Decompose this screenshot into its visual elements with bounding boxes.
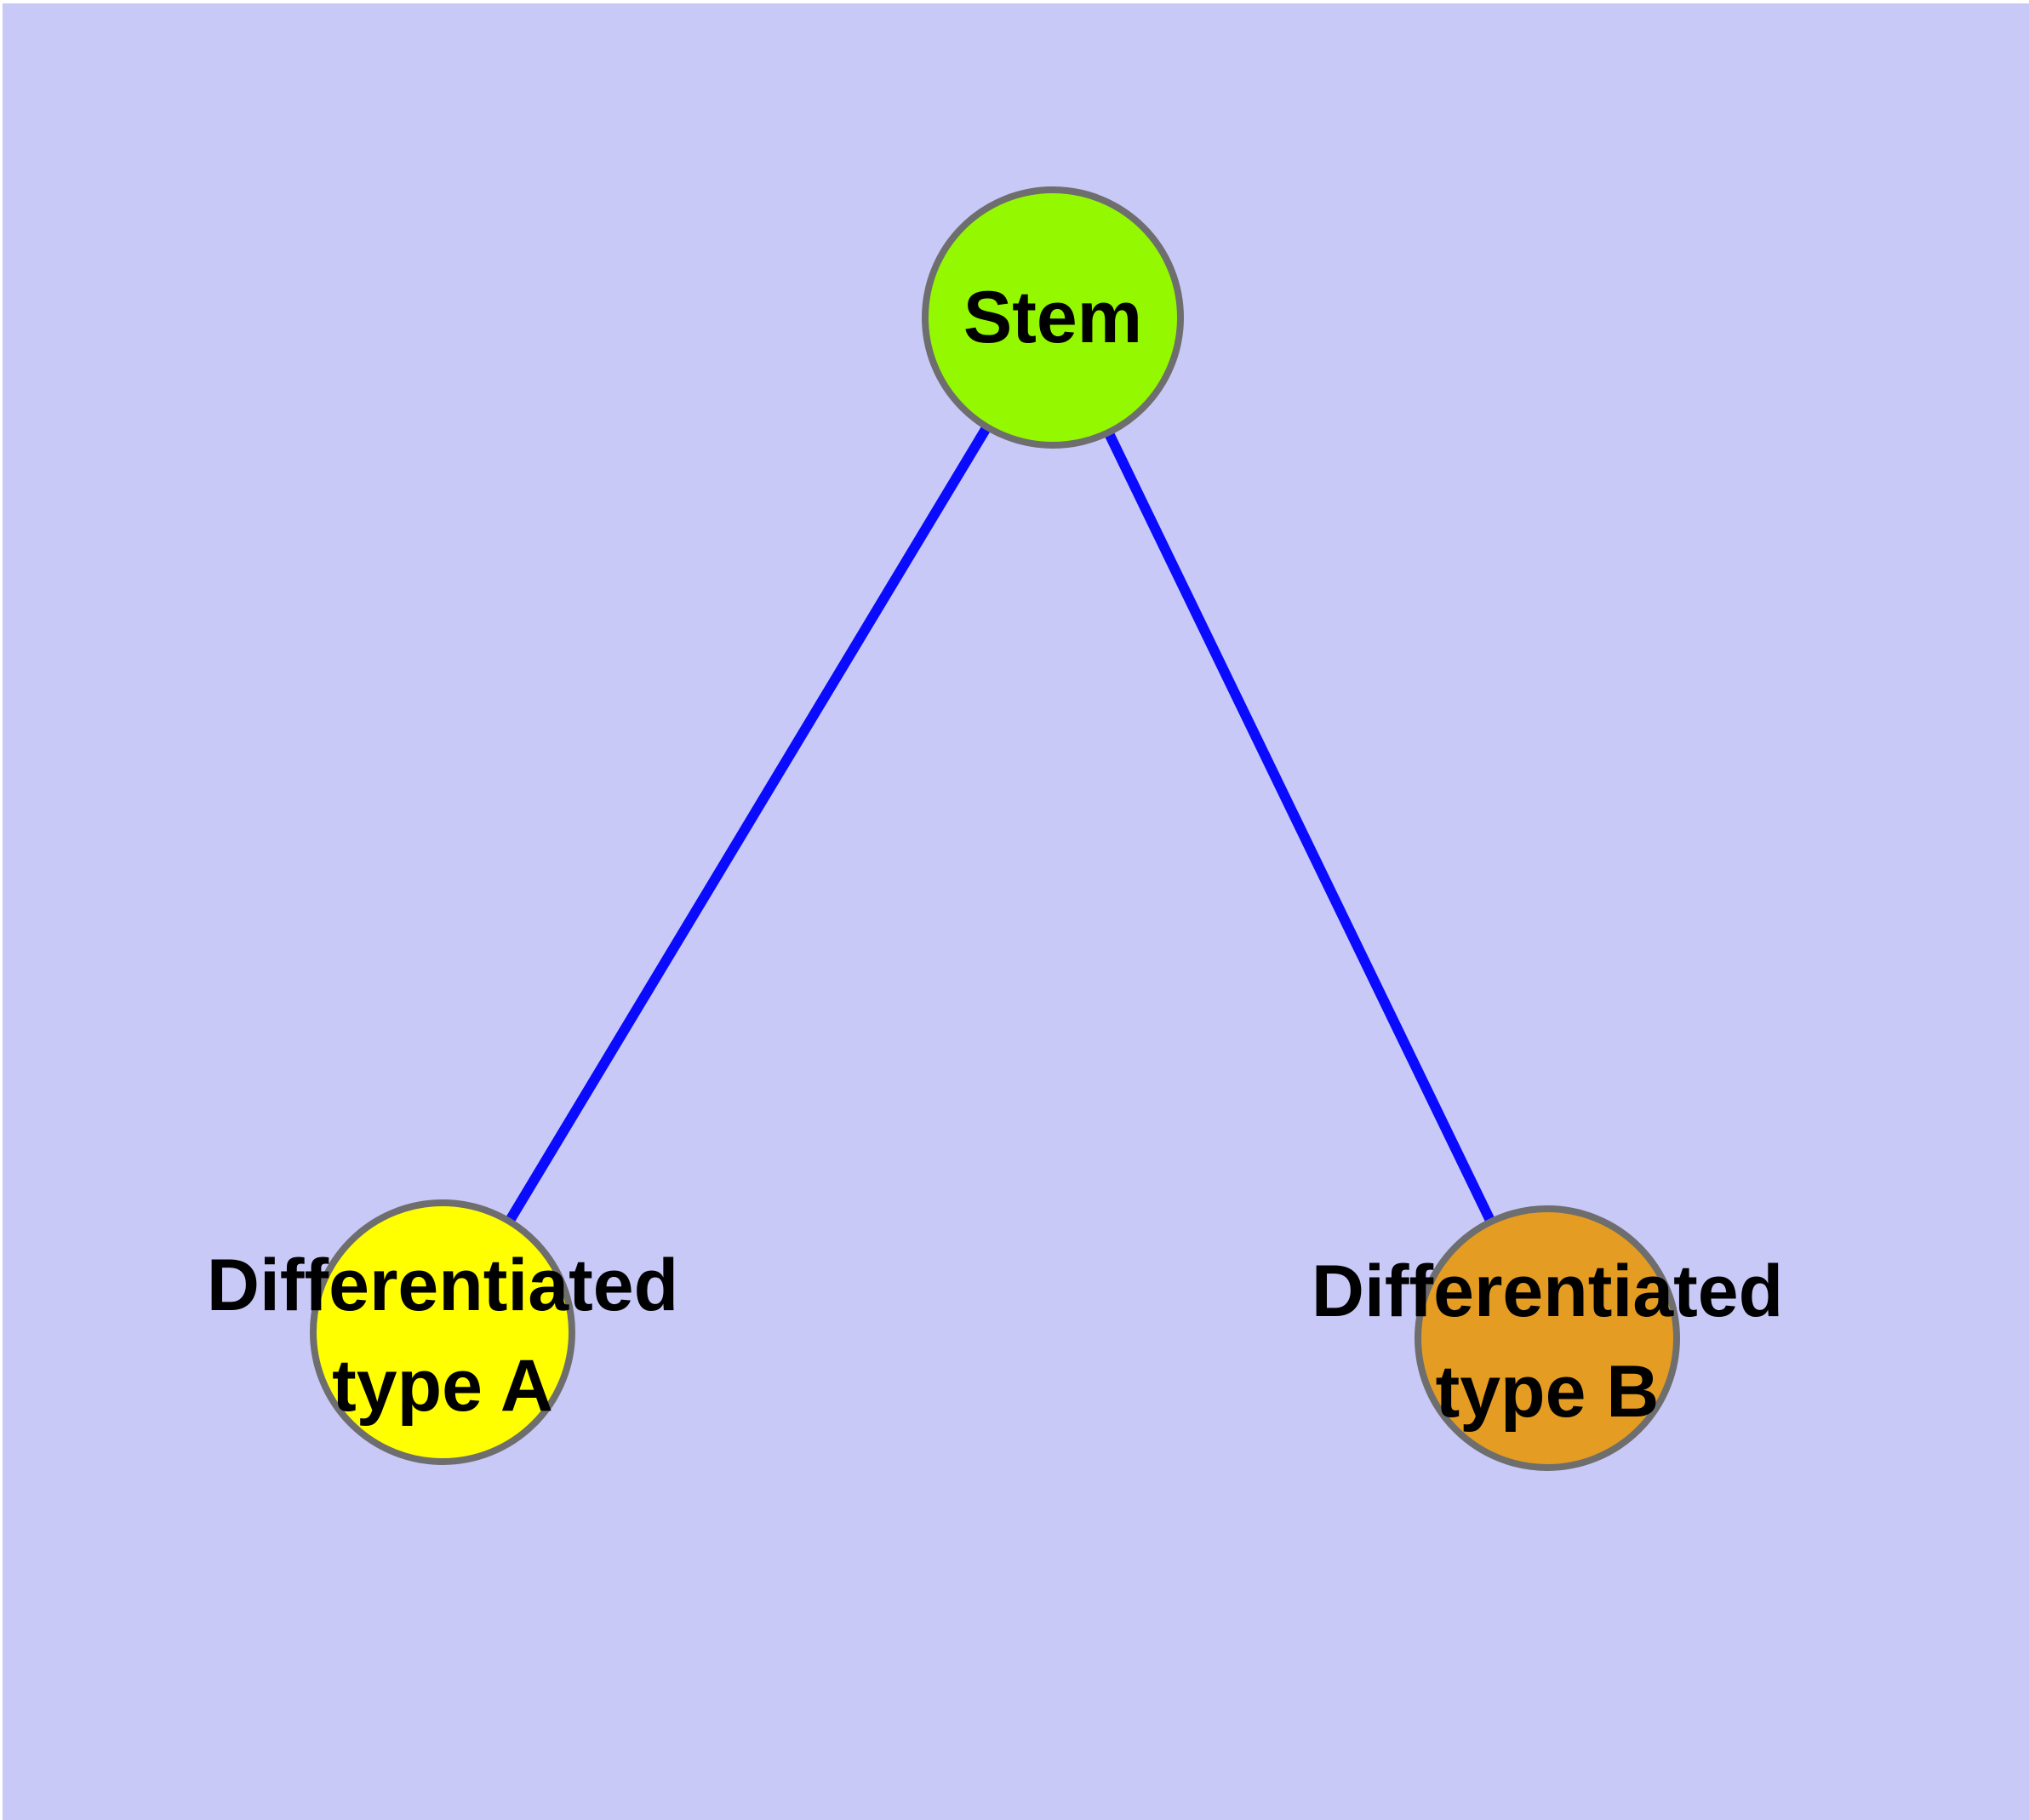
node-type-b-circle xyxy=(1415,1205,1680,1471)
edge-stem-to-type-b xyxy=(1048,315,1552,1341)
edge-stem-to-type-a xyxy=(437,314,1058,1336)
node-type-b-label-line2: type B xyxy=(1436,1351,1660,1433)
node-type-b-label-line1: Differentiated xyxy=(1312,1251,1783,1332)
node-stem-label: Stem xyxy=(963,277,1142,358)
node-stem-circle xyxy=(922,186,1184,449)
node-type-a-label-line1: Differentiated xyxy=(207,1245,678,1326)
node-type-a-label-line2: type A xyxy=(332,1345,553,1427)
node-type-a-circle xyxy=(310,1199,575,1465)
